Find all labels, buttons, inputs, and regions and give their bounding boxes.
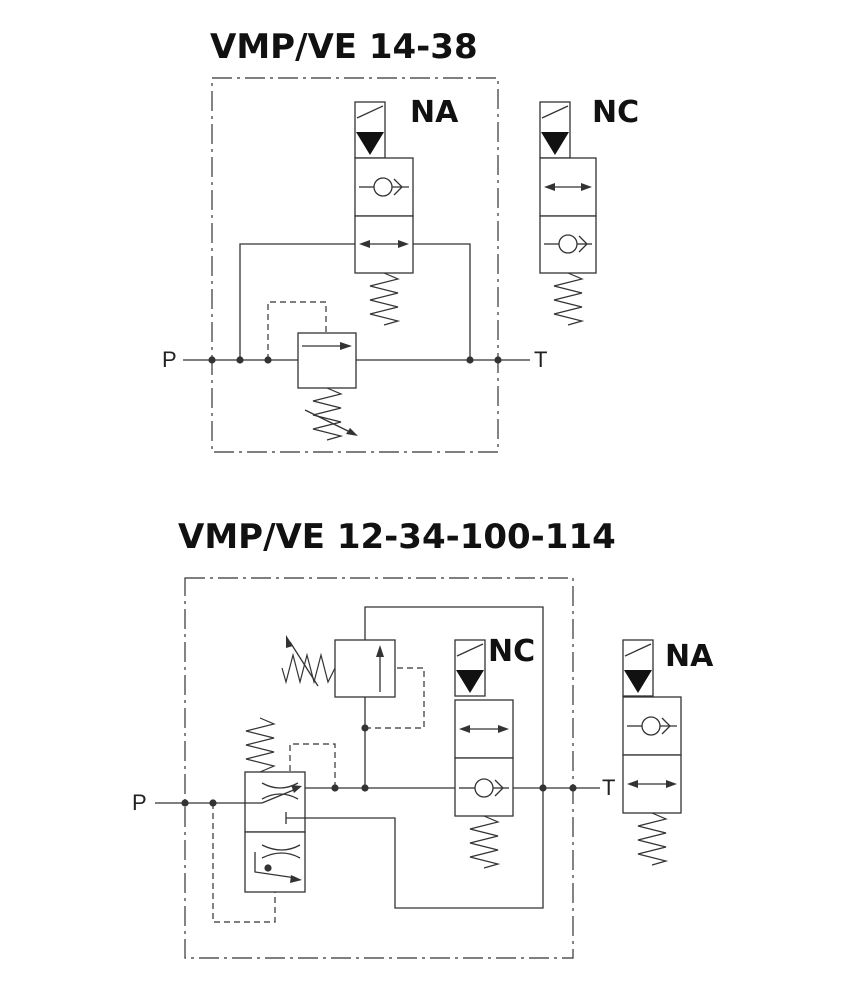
bottom-port-t: T: [602, 775, 615, 800]
top-relief-valve: [297, 332, 358, 441]
bottom-lower-loop: [305, 788, 544, 909]
bottom-port-p: P: [132, 790, 147, 815]
bottom-pilot-b: [289, 743, 336, 788]
top-solenoid-valve-nc: [539, 101, 597, 326]
bottom-junctions: [181, 724, 577, 872]
top-diagram: VMP/VE 14-38: [162, 27, 639, 453]
top-label-na: NA: [410, 95, 459, 130]
top-enclosure: [211, 77, 499, 453]
top-pilot-line: [267, 301, 327, 360]
bottom-pilot-a: [365, 667, 425, 729]
bottom-solenoid-valve-nc: [454, 639, 514, 869]
bottom-relief-valve: [281, 635, 396, 698]
top-title: VMP/VE 14-38: [210, 27, 478, 67]
top-port-t: T: [534, 347, 547, 372]
bottom-diagram: VMP/VE 12-34-100-114: [132, 517, 714, 959]
top-solenoid-valve-na: [354, 101, 414, 326]
bottom-enclosure: [184, 577, 574, 959]
bottom-flow-valve: [244, 717, 306, 893]
bottom-pilot-c: [212, 803, 276, 923]
bottom-solenoid-valve-na: [622, 639, 682, 866]
top-port-p: P: [162, 347, 177, 372]
bottom-label-na: NA: [665, 639, 714, 674]
bottom-label-nc: NC: [488, 634, 535, 669]
top-junctions: [208, 356, 502, 364]
top-label-nc: NC: [592, 95, 639, 130]
bottom-top-loop: [364, 606, 544, 788]
bottom-title: VMP/VE 12-34-100-114: [178, 517, 616, 557]
